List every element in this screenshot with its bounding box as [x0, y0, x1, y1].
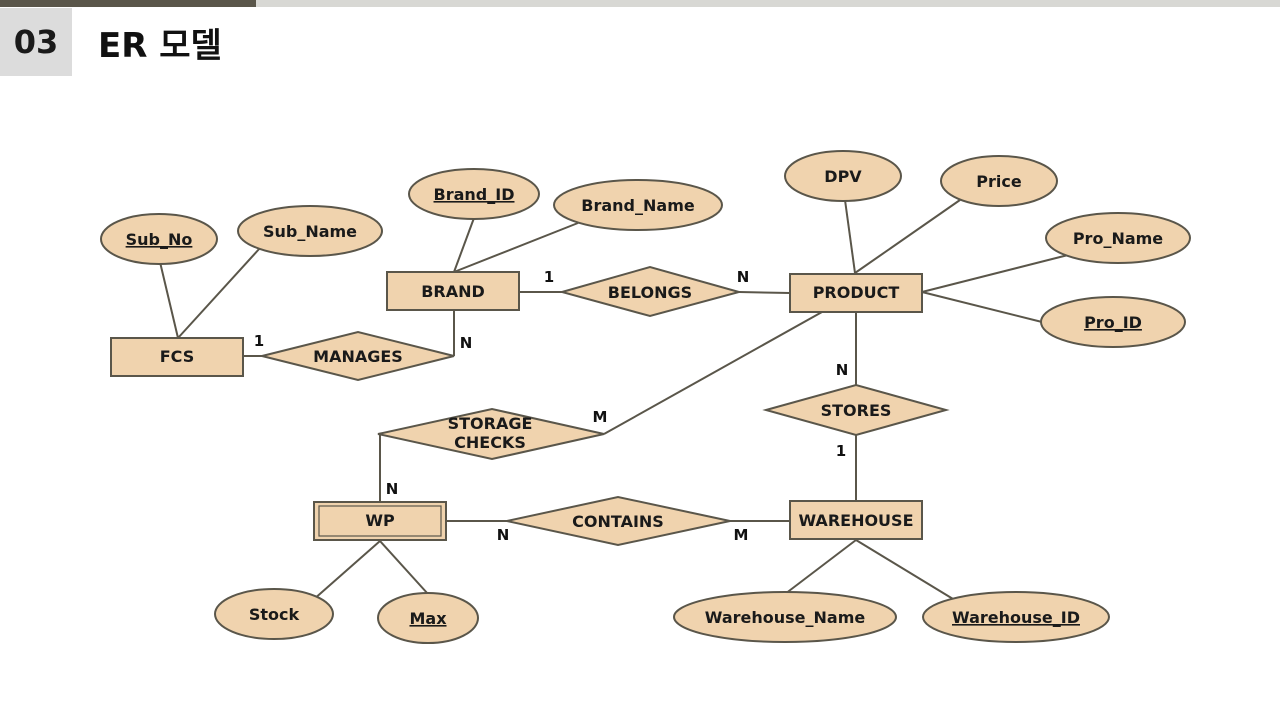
svg-text:Max: Max — [409, 609, 447, 628]
svg-text:Price: Price — [976, 172, 1022, 191]
svg-text:BELONGS: BELONGS — [608, 283, 692, 302]
attribute-brand-name[interactable]: Brand_Name — [553, 179, 723, 231]
line-brandname-brand — [453, 222, 579, 273]
attribute-price[interactable]: Price — [940, 155, 1058, 207]
svg-text:Pro_Name: Pro_Name — [1073, 229, 1163, 248]
attribute-dpv[interactable]: DPV — [784, 150, 902, 202]
cardinality-product-belongs: N — [737, 268, 750, 286]
page-title: ER 모델 — [98, 26, 222, 66]
svg-text:CHECKS: CHECKS — [454, 433, 526, 452]
cardinality-warehouse-stores: 1 — [836, 442, 846, 460]
attribute-sub-no[interactable]: Sub_No — [100, 213, 218, 265]
svg-text:DPV: DPV — [824, 167, 862, 186]
svg-text:FCS: FCS — [160, 347, 195, 366]
svg-text:WAREHOUSE: WAREHOUSE — [799, 511, 914, 530]
svg-text:BRAND: BRAND — [421, 282, 485, 301]
connector-lines — [159, 199, 1069, 603]
cardinality-wp-contains: N — [497, 526, 510, 544]
entity-fcs[interactable]: FCS — [110, 337, 244, 377]
attribute-pro-name[interactable]: Pro_Name — [1045, 212, 1191, 264]
line-price-product — [854, 199, 961, 274]
line-warehouse-whname — [784, 539, 857, 595]
attribute-stock[interactable]: Stock — [214, 588, 334, 640]
attribute-max[interactable]: Max — [377, 592, 479, 644]
svg-text:MANAGES: MANAGES — [313, 347, 403, 366]
line-belongs-product — [738, 291, 791, 294]
cardinality-warehouse-contains: M — [734, 526, 749, 544]
line-subno-fcs — [159, 261, 179, 339]
cardinality-product-stores: N — [836, 361, 849, 379]
attribute-pro-id[interactable]: Pro_ID — [1040, 296, 1186, 348]
cardinality-fcs-manages: 1 — [254, 332, 264, 350]
svg-text:STORAGE: STORAGE — [448, 414, 533, 433]
svg-text:Stock: Stock — [249, 605, 300, 624]
top-accent-bar-light — [256, 0, 1280, 7]
line-dpv-product — [844, 199, 856, 274]
svg-text:Pro_ID: Pro_ID — [1084, 313, 1142, 332]
entity-product[interactable]: PRODUCT — [789, 273, 923, 313]
svg-text:Brand_ID: Brand_ID — [434, 185, 515, 204]
attribute-brand-id[interactable]: Brand_ID — [408, 168, 540, 220]
cardinality-brand-belongs: 1 — [544, 268, 554, 286]
line-subname-fcs — [177, 247, 261, 339]
line-wp-max — [379, 540, 429, 595]
line-brandid-brand — [453, 217, 475, 273]
svg-text:Sub_Name: Sub_Name — [263, 222, 357, 241]
svg-text:PRODUCT: PRODUCT — [813, 283, 900, 302]
svg-text:Warehouse_Name: Warehouse_Name — [705, 608, 866, 627]
svg-text:WP: WP — [365, 511, 395, 530]
svg-text:Sub_No: Sub_No — [126, 230, 193, 249]
entity-warehouse[interactable]: WAREHOUSE — [789, 500, 923, 540]
attribute-warehouse-id[interactable]: Warehouse_ID — [922, 591, 1110, 643]
entity-wp-weak[interactable]: WP — [313, 501, 447, 541]
cardinality-wp-storage: N — [386, 480, 399, 498]
relationship-contains[interactable]: CONTAINS — [506, 495, 731, 547]
relationship-storage-checks[interactable]: STORAGE CHECKS — [377, 407, 605, 461]
svg-text:CONTAINS: CONTAINS — [572, 512, 664, 531]
line-proname-product — [921, 254, 1069, 293]
line-proid-product — [921, 291, 1043, 323]
relationship-manages[interactable]: MANAGES — [261, 330, 455, 382]
line-wp-stock — [312, 540, 381, 601]
svg-text:Brand_Name: Brand_Name — [581, 196, 695, 215]
svg-text:STORES: STORES — [821, 401, 892, 420]
attribute-sub-name[interactable]: Sub_Name — [237, 205, 383, 257]
cardinality-brand-manages: N — [460, 334, 473, 352]
cardinality-product-storage: M — [593, 408, 608, 426]
svg-text:Warehouse_ID: Warehouse_ID — [952, 608, 1080, 627]
relationship-belongs[interactable]: BELONGS — [558, 265, 743, 318]
entity-brand[interactable]: BRAND — [386, 271, 520, 311]
section-number: 03 — [0, 8, 72, 76]
relationship-stores[interactable]: STORES — [762, 383, 950, 437]
top-accent-bar-dark — [0, 0, 256, 7]
attribute-warehouse-name[interactable]: Warehouse_Name — [673, 591, 897, 643]
line-warehouse-whid — [855, 539, 959, 603]
line-product-storage — [603, 311, 823, 435]
